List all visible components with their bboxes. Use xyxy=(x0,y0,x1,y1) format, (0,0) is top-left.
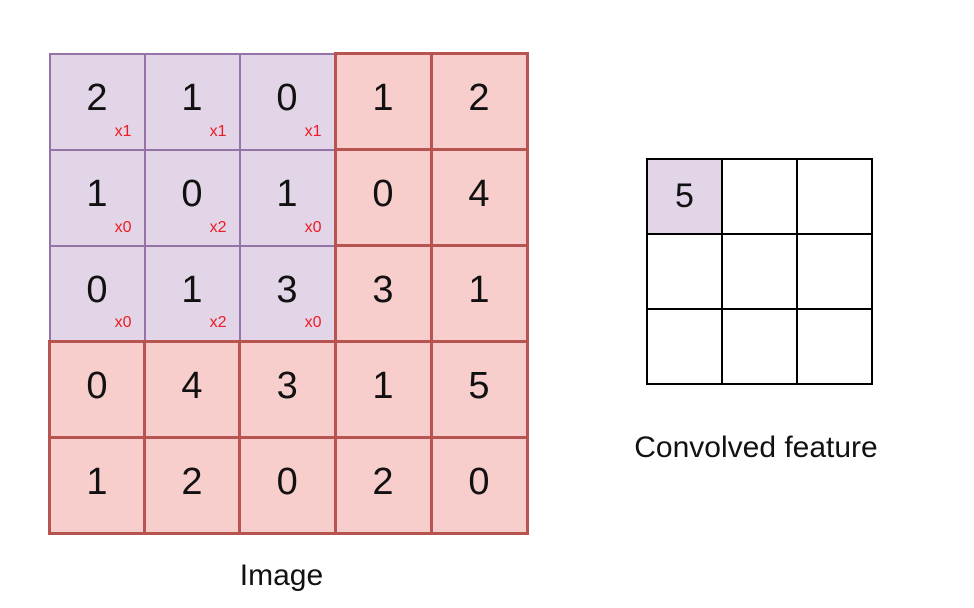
image-cell: 3 xyxy=(333,244,433,343)
image-cell: 1 xyxy=(48,436,146,535)
image-cell-value: 0 xyxy=(86,365,108,407)
image-cell: 0 xyxy=(48,340,146,439)
image-cell-value: 3 xyxy=(372,269,394,311)
image-cell-kernel-window: 0 x1 xyxy=(238,52,336,151)
image-cell: 2 xyxy=(333,436,433,535)
image-cell-value: 1 xyxy=(372,77,394,119)
output-cell xyxy=(721,158,798,235)
image-cell-value: 1 xyxy=(86,461,108,503)
image-cell: 0 xyxy=(333,148,433,247)
convolved-feature-grid: 5 xyxy=(646,158,873,385)
image-cell-value: 4 xyxy=(468,173,490,215)
image-cell-kernel-window: 1 x2 xyxy=(143,244,241,343)
convolved-feature-caption: Convolved feature xyxy=(634,431,878,464)
image-cell: 0 xyxy=(238,436,337,535)
image-cell-value: 0 xyxy=(86,268,108,311)
output-cell-highlighted: 5 xyxy=(646,158,723,235)
output-cell xyxy=(646,308,723,385)
output-cell xyxy=(721,308,798,385)
kernel-multiplier-label: x1 xyxy=(209,122,227,140)
kernel-multiplier-label: x0 xyxy=(114,314,132,331)
kernel-multiplier-label: x2 xyxy=(209,218,227,236)
image-cell: 2 xyxy=(429,52,529,151)
kernel-multiplier-label: x0 xyxy=(304,218,322,236)
image-cell-kernel-window: 1 x1 xyxy=(143,52,241,151)
image-cell: 4 xyxy=(143,340,241,439)
image-cell-kernel-window: 0 x2 xyxy=(143,148,241,247)
image-cell-value: 2 xyxy=(86,77,108,119)
image-cell: 3 xyxy=(238,340,337,439)
image-grid-caption: Image xyxy=(239,559,324,592)
output-cell xyxy=(796,233,873,310)
image-cell-value: 1 xyxy=(468,269,490,311)
image-cell-value: 1 xyxy=(372,365,394,407)
image-cell-value: 1 xyxy=(276,173,298,215)
image-cell: 1 xyxy=(333,340,433,439)
image-cell: 0 xyxy=(429,436,529,535)
image-cell-value: 1 xyxy=(86,173,108,215)
image-cell-value: 3 xyxy=(276,365,298,407)
kernel-multiplier-label: x2 xyxy=(209,314,227,331)
image-cell: 1 xyxy=(333,52,433,151)
image-cell-value: 1 xyxy=(181,77,203,119)
image-cell-kernel-window: 3 x0 xyxy=(238,244,336,343)
output-cell-value: 5 xyxy=(675,177,694,215)
image-cell-value: 3 xyxy=(276,268,298,311)
output-cell xyxy=(646,233,723,310)
image-cell-value: 0 xyxy=(372,173,394,215)
output-cell xyxy=(721,233,798,310)
image-cell: 1 xyxy=(429,244,529,343)
image-cell: 5 xyxy=(429,340,529,439)
image-cell-value: 2 xyxy=(372,461,394,503)
image-cell-kernel-window: 1 x0 xyxy=(238,148,336,247)
image-cell-value: 0 xyxy=(181,173,203,215)
image-cell-value: 2 xyxy=(181,461,203,503)
image-cell: 4 xyxy=(429,148,529,247)
kernel-multiplier-label: x0 xyxy=(304,314,322,331)
output-cell xyxy=(796,308,873,385)
image-cell-value: 0 xyxy=(276,77,298,119)
kernel-multiplier-label: x1 xyxy=(304,122,322,140)
kernel-multiplier-label: x1 xyxy=(114,122,132,140)
image-cell-value: 5 xyxy=(468,365,490,407)
image-cell-kernel-window: 2 x1 xyxy=(48,52,146,151)
image-cell-value: 2 xyxy=(468,77,490,119)
image-cell-value: 1 xyxy=(181,268,203,311)
image-cell-kernel-window: 1 x0 xyxy=(48,148,146,247)
image-cell-value: 0 xyxy=(468,461,490,503)
image-cell-value: 4 xyxy=(181,365,203,407)
image-cell-kernel-window: 0 x0 xyxy=(48,244,146,343)
kernel-multiplier-label: x0 xyxy=(114,218,132,236)
image-cell: 2 xyxy=(143,436,241,535)
output-cell xyxy=(796,158,873,235)
image-cell-value: 0 xyxy=(276,461,298,503)
